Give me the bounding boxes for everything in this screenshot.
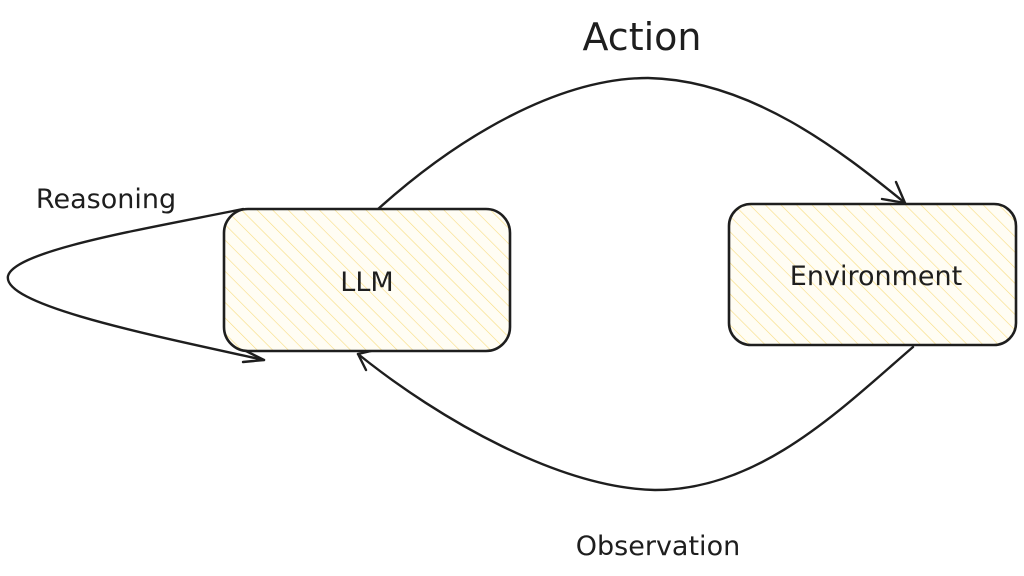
action-label: Action	[582, 15, 701, 59]
llm-label: LLM	[340, 267, 393, 298]
observation-edge	[356, 345, 915, 492]
environment-node: Environment	[727, 202, 1018, 347]
reasoning-arrow-line	[6, 207, 266, 362]
action-edge	[375, 76, 907, 212]
action-arrow-line	[375, 76, 907, 212]
reasoning-edge	[6, 207, 266, 364]
reasoning-arrowhead	[240, 347, 266, 364]
observation-arrow-line	[356, 345, 915, 492]
reasoning-label: Reasoning	[36, 184, 176, 215]
llm-node: LLM	[222, 207, 512, 353]
llm-box	[222, 207, 512, 353]
observation-label: Observation	[576, 531, 740, 562]
environment-label: Environment	[790, 261, 962, 292]
environment-box	[727, 202, 1018, 347]
